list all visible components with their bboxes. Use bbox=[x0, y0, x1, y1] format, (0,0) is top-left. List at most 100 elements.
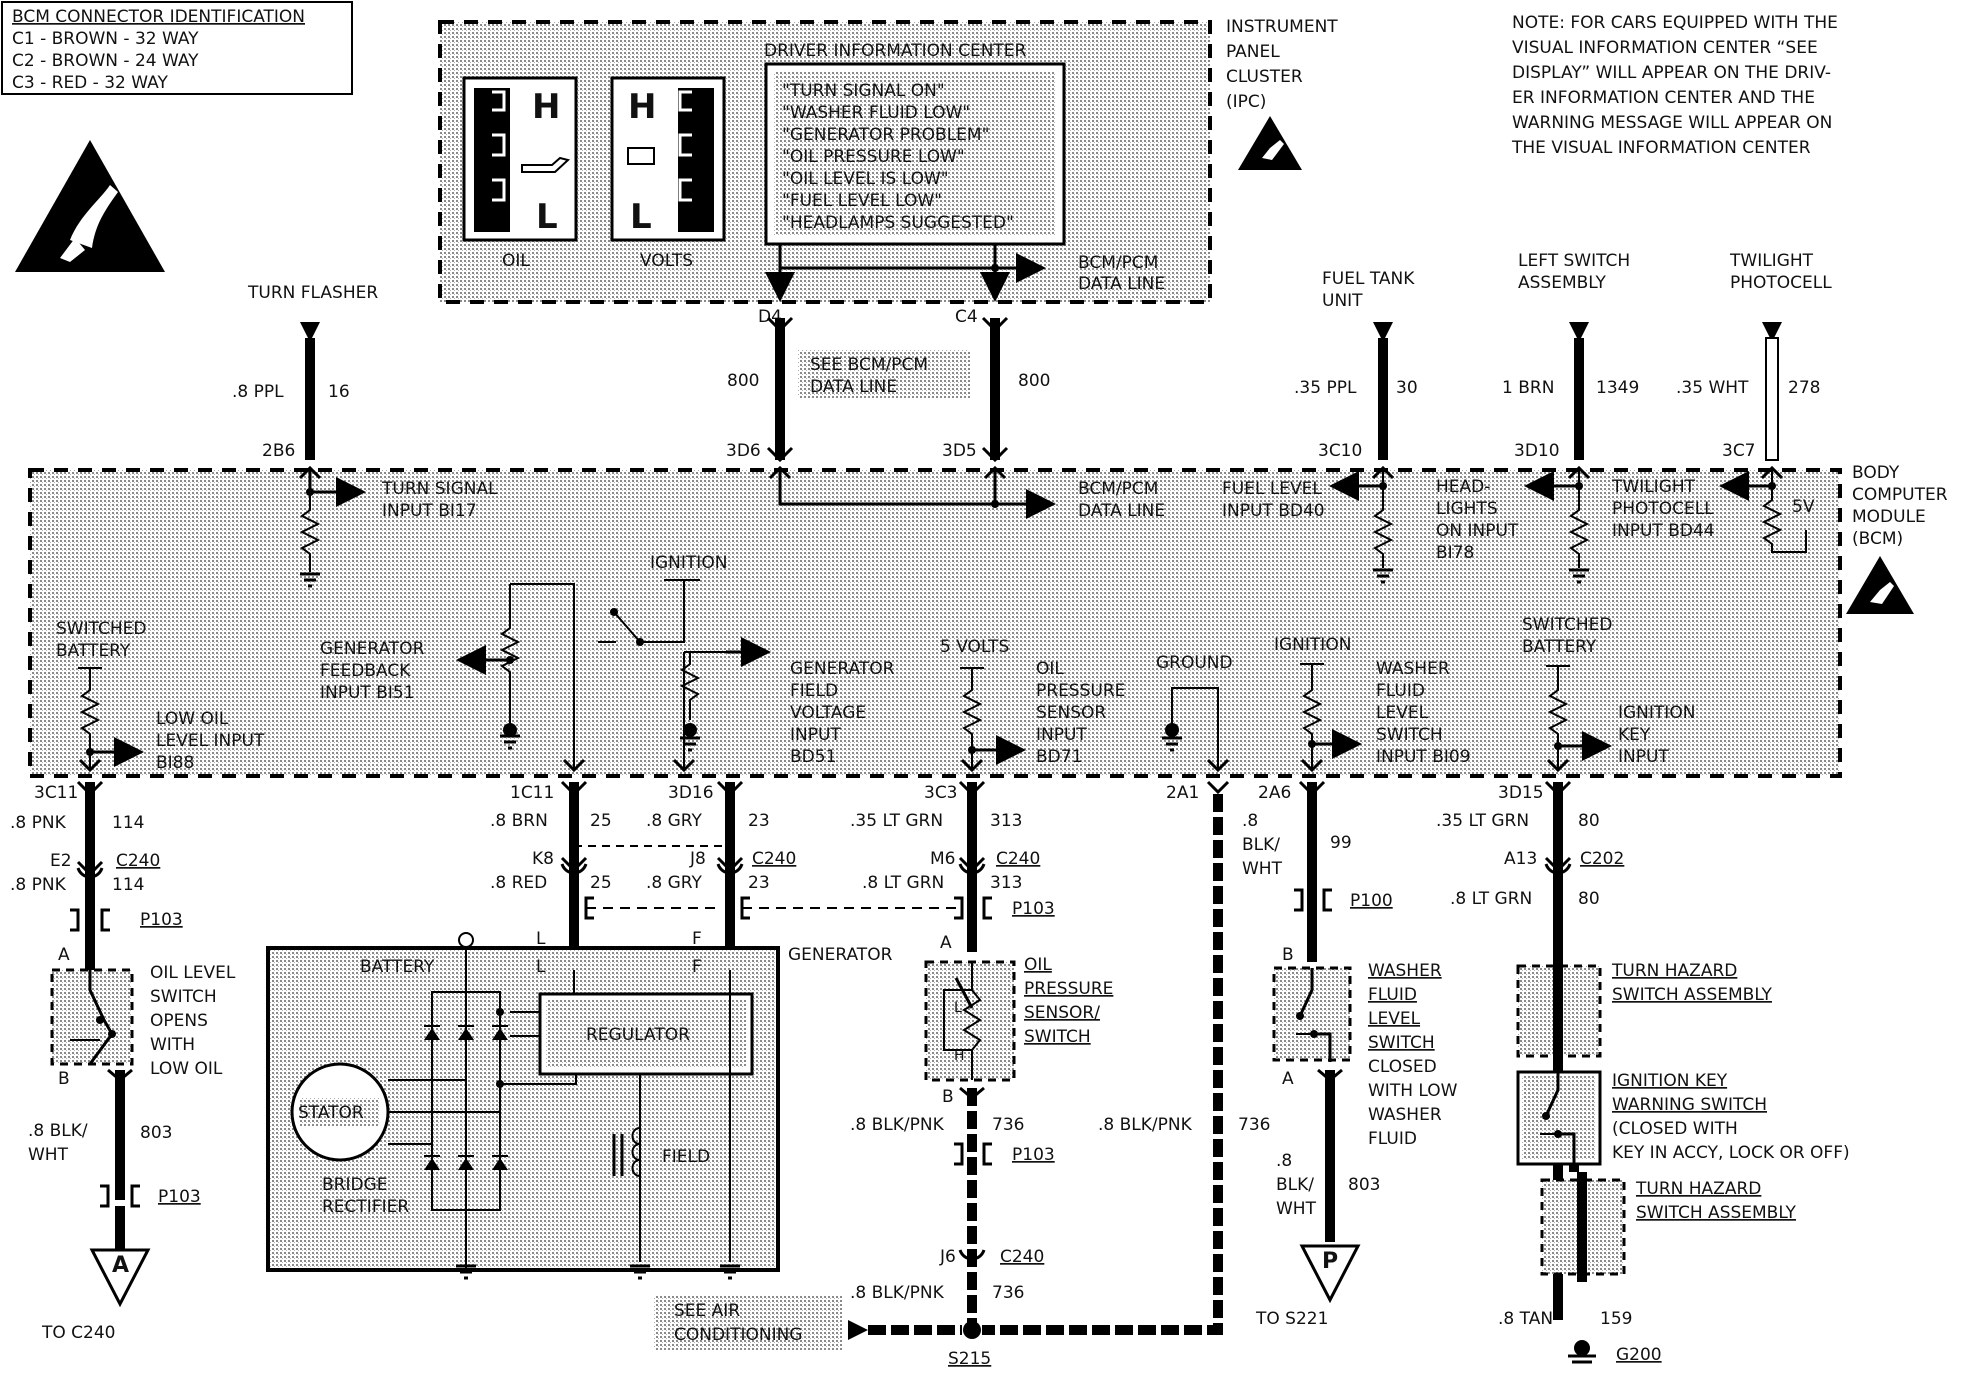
pin-label: A13 bbox=[1504, 849, 1537, 869]
dic-message: "OIL LEVEL IS LOW" bbox=[782, 169, 949, 189]
bcm-input-label: FEEDBACK bbox=[320, 661, 411, 681]
circuit-number: 114 bbox=[112, 875, 144, 895]
bcm-label: BODY bbox=[1852, 463, 1900, 483]
bcm-input-label: INPUT bbox=[1036, 725, 1087, 745]
connector-id-line: C3 - RED - 32 WAY bbox=[12, 73, 168, 93]
circuit-number: 736 bbox=[992, 1115, 1024, 1135]
component-label: TURN HAZARD bbox=[1611, 961, 1737, 981]
bcm-input-label: KEY bbox=[1618, 725, 1651, 745]
terminal-label: F bbox=[692, 957, 702, 977]
bcm-label: SWITCHED bbox=[56, 619, 147, 639]
bcm-label: BATTERY bbox=[1522, 637, 1597, 657]
pin-label: 3D15 bbox=[1498, 783, 1544, 803]
connector-id-line: C2 - BROWN - 24 WAY bbox=[12, 51, 199, 71]
circuit-number: 23 bbox=[748, 811, 770, 831]
ipc-label: (IPC) bbox=[1226, 92, 1266, 112]
component-label: OPENS bbox=[150, 1011, 208, 1031]
bcm-label: GROUND bbox=[1156, 653, 1233, 673]
connector-label: P103 bbox=[140, 910, 183, 930]
pin-label: 2A1 bbox=[1166, 783, 1199, 803]
terminal-label: B bbox=[1282, 945, 1294, 965]
connector-label: P103 bbox=[1012, 1145, 1055, 1165]
bcm-input-label: LOW OIL bbox=[156, 709, 229, 729]
circuit-number: 23 bbox=[748, 873, 770, 893]
device-label: FUEL TANK bbox=[1322, 269, 1415, 289]
device-label: TURN FLASHER bbox=[247, 283, 378, 303]
component-label: SWITCH ASSEMBLY bbox=[1612, 985, 1773, 1005]
circuit-number: 736 bbox=[1238, 1115, 1270, 1135]
wire-gauge: BLK/ bbox=[1242, 835, 1280, 855]
component-label: SWITCH bbox=[1368, 1033, 1435, 1053]
wire-gauge: .8 BRN bbox=[490, 811, 548, 831]
terminal-label: L bbox=[536, 929, 546, 949]
component-label: (CLOSED WITH bbox=[1612, 1119, 1738, 1139]
bcm-input-label: INPUT BI51 bbox=[320, 683, 415, 703]
bcm-input-label: PHOTOCELL bbox=[1612, 499, 1714, 519]
wire-gauge: .8 PNK bbox=[10, 813, 67, 833]
wire-gauge: .8 bbox=[1276, 1151, 1292, 1171]
component-label: LOW OIL bbox=[150, 1059, 223, 1079]
circuit-number: 159 bbox=[1600, 1309, 1632, 1329]
circuit-number: 25 bbox=[590, 811, 612, 831]
destination-label: TO C240 bbox=[41, 1323, 116, 1343]
generator-label: GENERATOR bbox=[788, 945, 893, 965]
pin-label: 3C3 bbox=[924, 783, 958, 803]
bcm-label: 5 VOLTS bbox=[940, 637, 1009, 657]
circuit-number: 30 bbox=[1396, 378, 1418, 398]
five-v-label: 5V bbox=[1792, 497, 1815, 517]
oil-gauge-high: H bbox=[532, 87, 560, 127]
terminal-label: L bbox=[536, 957, 546, 977]
connector-label: C202 bbox=[1580, 849, 1624, 869]
bcm-input-label: HEAD- bbox=[1436, 477, 1490, 497]
component-label: FLUID bbox=[1368, 985, 1417, 1005]
device-label: PHOTOCELL bbox=[1730, 273, 1832, 293]
bcm-input-label: INPUT BI09 bbox=[1376, 747, 1471, 767]
bcm-label: IGNITION bbox=[1274, 635, 1351, 655]
dic-message: "GENERATOR PROBLEM" bbox=[782, 125, 989, 145]
pin-label: 3C11 bbox=[34, 783, 78, 803]
bcm-label: MODULE bbox=[1852, 507, 1926, 527]
bcm-label: IGNITION bbox=[650, 553, 727, 573]
device-label: TWILIGHT bbox=[1729, 251, 1814, 271]
bcm-label: (BCM) bbox=[1852, 529, 1903, 549]
see-data-line-label: SEE BCM/PCM bbox=[810, 355, 928, 375]
generator: GENERATOR L F BATTERY REGULATOR STATOR B… bbox=[266, 932, 893, 1280]
dic-message: "HEADLAMPS SUGGESTED" bbox=[782, 213, 1014, 233]
bcm-input-label: FUEL LEVEL bbox=[1222, 479, 1322, 499]
oil-can-icon bbox=[521, 156, 571, 173]
connector-id-line: C1 - BROWN - 32 WAY bbox=[12, 29, 199, 49]
component-label: WITH bbox=[150, 1035, 195, 1055]
pin-label: J8 bbox=[689, 849, 706, 869]
component-label: TURN HAZARD bbox=[1635, 1179, 1761, 1199]
sensor-hi-label: H bbox=[954, 1048, 965, 1064]
dic-title: DRIVER INFORMATION CENTER bbox=[764, 41, 1027, 61]
bcm-input-label: PRESSURE bbox=[1036, 681, 1125, 701]
washer-fluid-circuit: 2A6 .8 BLK/ WHT 99 P100 B A WASHER FLUID… bbox=[1242, 780, 1458, 1329]
bcm-input-label: BI88 bbox=[156, 753, 194, 773]
note-text: NOTE: FOR CARS EQUIPPED WITH THE VISUAL … bbox=[1511, 13, 1838, 158]
volts-gauge-high: H bbox=[628, 87, 656, 127]
wire-gauge: .8 BLK/PNK bbox=[850, 1115, 945, 1135]
see-ac-label: SEE AIR bbox=[674, 1301, 740, 1321]
pin-label: 3D6 bbox=[726, 441, 761, 461]
wire-gauge: .35 PPL bbox=[1294, 378, 1357, 398]
bcm-data-line-label: DATA LINE bbox=[1078, 501, 1165, 521]
bcm-input-label: SWITCH bbox=[1376, 725, 1443, 745]
volts-gauge-label: VOLTS bbox=[640, 251, 693, 271]
wire-gauge: .8 GRY bbox=[646, 873, 703, 893]
wire-gauge: BLK/ bbox=[1276, 1175, 1314, 1195]
bcm-input-label: INPUT bbox=[790, 725, 841, 745]
wire-gauge: .35 LT GRN bbox=[850, 811, 943, 831]
component-label: KEY IN ACCY, LOCK OR OFF) bbox=[1612, 1143, 1850, 1163]
battery-terminal-label: BATTERY bbox=[360, 957, 435, 977]
bcm-input-label: INPUT BD40 bbox=[1222, 501, 1325, 521]
bcm-input-label: VOLTAGE bbox=[790, 703, 866, 723]
stator-label: STATOR bbox=[298, 1103, 364, 1123]
bcm-data-line-label: BCM/PCM bbox=[1078, 479, 1158, 499]
component-label: PRESSURE bbox=[1024, 979, 1113, 999]
bcm-input-label: BD71 bbox=[1036, 747, 1082, 767]
bcm-input-label: OIL bbox=[1036, 659, 1064, 679]
bcm-input-label: INPUT BD44 bbox=[1612, 521, 1715, 541]
bcm-input-label: SENSOR bbox=[1036, 703, 1106, 723]
circuit-number: 803 bbox=[1348, 1175, 1380, 1195]
